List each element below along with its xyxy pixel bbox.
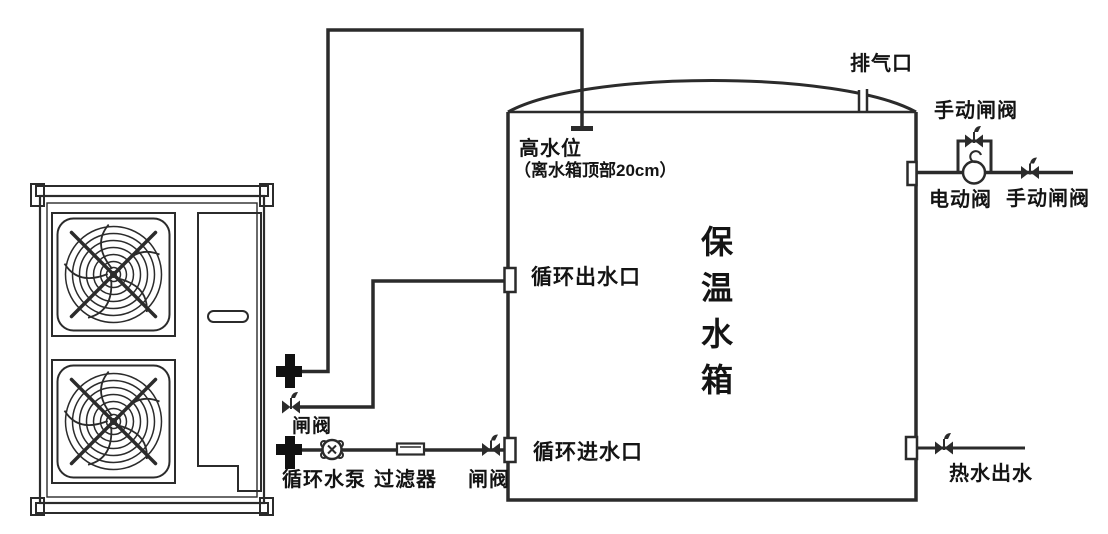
high-water-level-tee [571,126,593,131]
vent-gap-mask [860,82,866,110]
storage-tank [503,79,919,502]
tank-walls [506,112,918,502]
main-manual-valve-label: 手动闸阀 [1006,188,1090,210]
unit-top-cap [35,185,269,197]
vent-port-stack [857,89,869,112]
heat-pump-unit [30,183,302,516]
unit-side-panel [197,212,262,492]
filter-icon [395,442,426,456]
return-gate-valve-label: 闸阀 [292,416,333,437]
hot-water-outlet-label: 热水出水 [949,463,1033,485]
circulation-inlet-flange [503,436,517,464]
outlet-stub-fitting-bar [285,354,295,388]
unit-bottom-right-ear [259,497,274,516]
circulation-pump-icon [320,438,344,461]
bypass-manual-valve-icon [964,125,984,149]
return-gate-valve-icon [281,391,301,415]
circulation-outlet-flange [503,266,517,294]
panel-handle [207,310,249,323]
circulation-pump-label: 循环水泵 [282,469,366,491]
supply-gate-valve-icon [481,433,501,457]
fan-grille-top-icon [55,216,172,333]
tank-name-label: 保 温 水 箱 [700,224,733,398]
filter-label: 过滤器 [374,469,437,491]
inlet-stub-fitting-bar [285,436,295,469]
fan-grille-bottom-icon [55,363,172,480]
fan-box-top [51,212,176,337]
high-water-level-label: 高水位 [519,138,582,160]
hot-water-flange [904,435,919,461]
tank-dome [507,79,917,114]
supply-gate-valve-label: 闸阀 [468,469,510,491]
fan-box-bottom [51,359,176,484]
unit-base [35,502,269,514]
vent-port-label: 排气口 [850,53,913,75]
high-water-level-note: （离水箱顶部20cm） [514,161,677,180]
electric-valve-icon [961,150,987,185]
main-manual-valve-icon [1020,156,1040,180]
hot-water-gate-valve-icon [934,432,954,456]
unit-body [38,194,266,505]
circulation-inlet-label: 循环进水口 [533,441,643,464]
bypass-valve-label: 手动闸阀 [934,100,1018,122]
tank-outlet-flange [906,160,918,187]
unit-inner-frame [46,202,258,498]
unit-bottom-left-ear [30,497,45,516]
electric-valve-label: 电动阀 [929,189,992,211]
unit-pipe-stubs [276,354,302,469]
pipe-circulation-return [300,279,505,409]
circulation-outlet-label: 循环出水口 [531,266,641,289]
pipe-hot-supply [302,28,584,374]
